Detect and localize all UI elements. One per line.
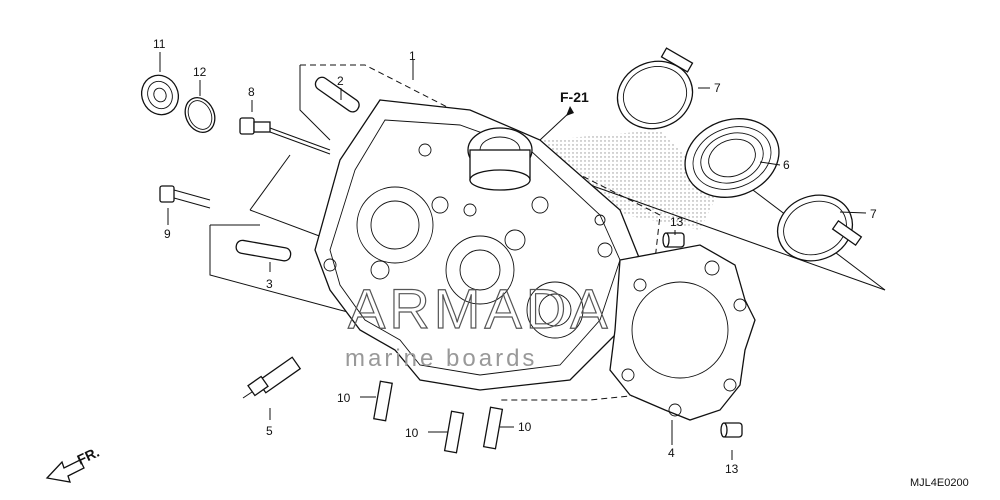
leader-lines	[159, 52, 867, 460]
front-direction-indicator: FR.	[45, 444, 102, 483]
clamp-lower	[777, 194, 863, 262]
dowel-3	[235, 239, 292, 262]
watermark-brand: ARMADA	[348, 277, 612, 340]
reference-label: F-21	[560, 89, 589, 105]
head-gasket	[609, 244, 756, 421]
callout-13-a: 13	[670, 215, 684, 229]
studs	[373, 380, 504, 454]
callout-3: 3	[266, 277, 273, 291]
direction-label: FR.	[75, 444, 102, 468]
callout-2: 2	[337, 74, 344, 88]
dowel-pins	[662, 232, 743, 438]
spark-plug	[242, 356, 302, 399]
o-ring	[184, 96, 216, 134]
callout-8: 8	[248, 85, 255, 99]
diagram-code: MJL4E0200	[910, 477, 969, 489]
watermark-tagline: marine boards	[345, 345, 537, 372]
cylinder-head	[314, 99, 641, 391]
bolt-8	[239, 117, 331, 155]
callout-5: 5	[266, 424, 273, 438]
callout-7-lower: 7	[870, 207, 877, 221]
tappet-cap	[140, 74, 180, 116]
clamp-upper	[616, 47, 694, 130]
callout-7-upper: 7	[714, 81, 721, 95]
arrow-icon	[45, 459, 85, 483]
callout-4: 4	[668, 446, 675, 460]
callout-10-a: 10	[337, 391, 351, 405]
callout-10-c: 10	[518, 420, 532, 434]
watermark: ARMADA marine boards	[345, 276, 612, 372]
callout-1: 1	[409, 49, 416, 63]
callout-6: 6	[783, 158, 790, 172]
insulator-boot	[684, 118, 780, 198]
callout-9: 9	[164, 227, 171, 241]
reference-arrow	[566, 106, 574, 116]
callout-12: 12	[193, 65, 207, 79]
callout-13-b: 13	[725, 462, 739, 476]
callout-11: 11	[153, 37, 166, 51]
bolt-9	[159, 185, 211, 209]
callout-10-b: 10	[405, 426, 419, 440]
